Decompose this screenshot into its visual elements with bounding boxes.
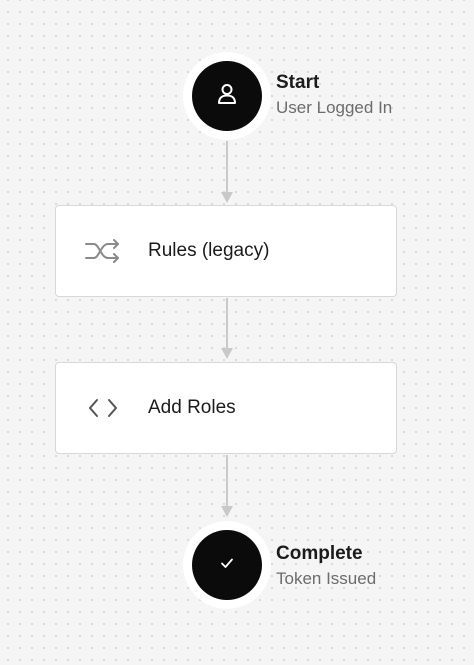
start-title: Start: [276, 72, 320, 93]
check-icon: [218, 554, 236, 577]
user-icon: [214, 81, 240, 112]
start-node-circle: [192, 61, 262, 131]
start-subtitle: User Logged In: [276, 98, 393, 117]
code-icon: [84, 393, 122, 423]
complete-title: Complete: [276, 543, 363, 564]
arrowhead-roles-to-complete: [221, 506, 233, 517]
shuffle-icon: [84, 236, 122, 266]
complete-node[interactable]: [183, 521, 271, 609]
action-card-rules-legacy[interactable]: Rules (legacy): [55, 205, 397, 297]
complete-node-text: Complete Token Issued: [276, 542, 376, 590]
start-node[interactable]: [183, 52, 271, 140]
connector-start-to-rules: [226, 141, 228, 193]
arrowhead-start-to-rules: [221, 192, 233, 203]
complete-node-circle: [192, 530, 262, 600]
connector-roles-to-complete: [226, 455, 228, 507]
action-label-rules-legacy: Rules (legacy): [148, 240, 270, 261]
connector-rules-to-roles: [226, 298, 228, 349]
action-label-add-roles: Add Roles: [148, 397, 236, 418]
action-card-add-roles[interactable]: Add Roles: [55, 362, 397, 454]
complete-subtitle: Token Issued: [276, 569, 377, 588]
start-node-text: Start User Logged In: [276, 71, 392, 119]
arrowhead-rules-to-roles: [221, 348, 233, 359]
